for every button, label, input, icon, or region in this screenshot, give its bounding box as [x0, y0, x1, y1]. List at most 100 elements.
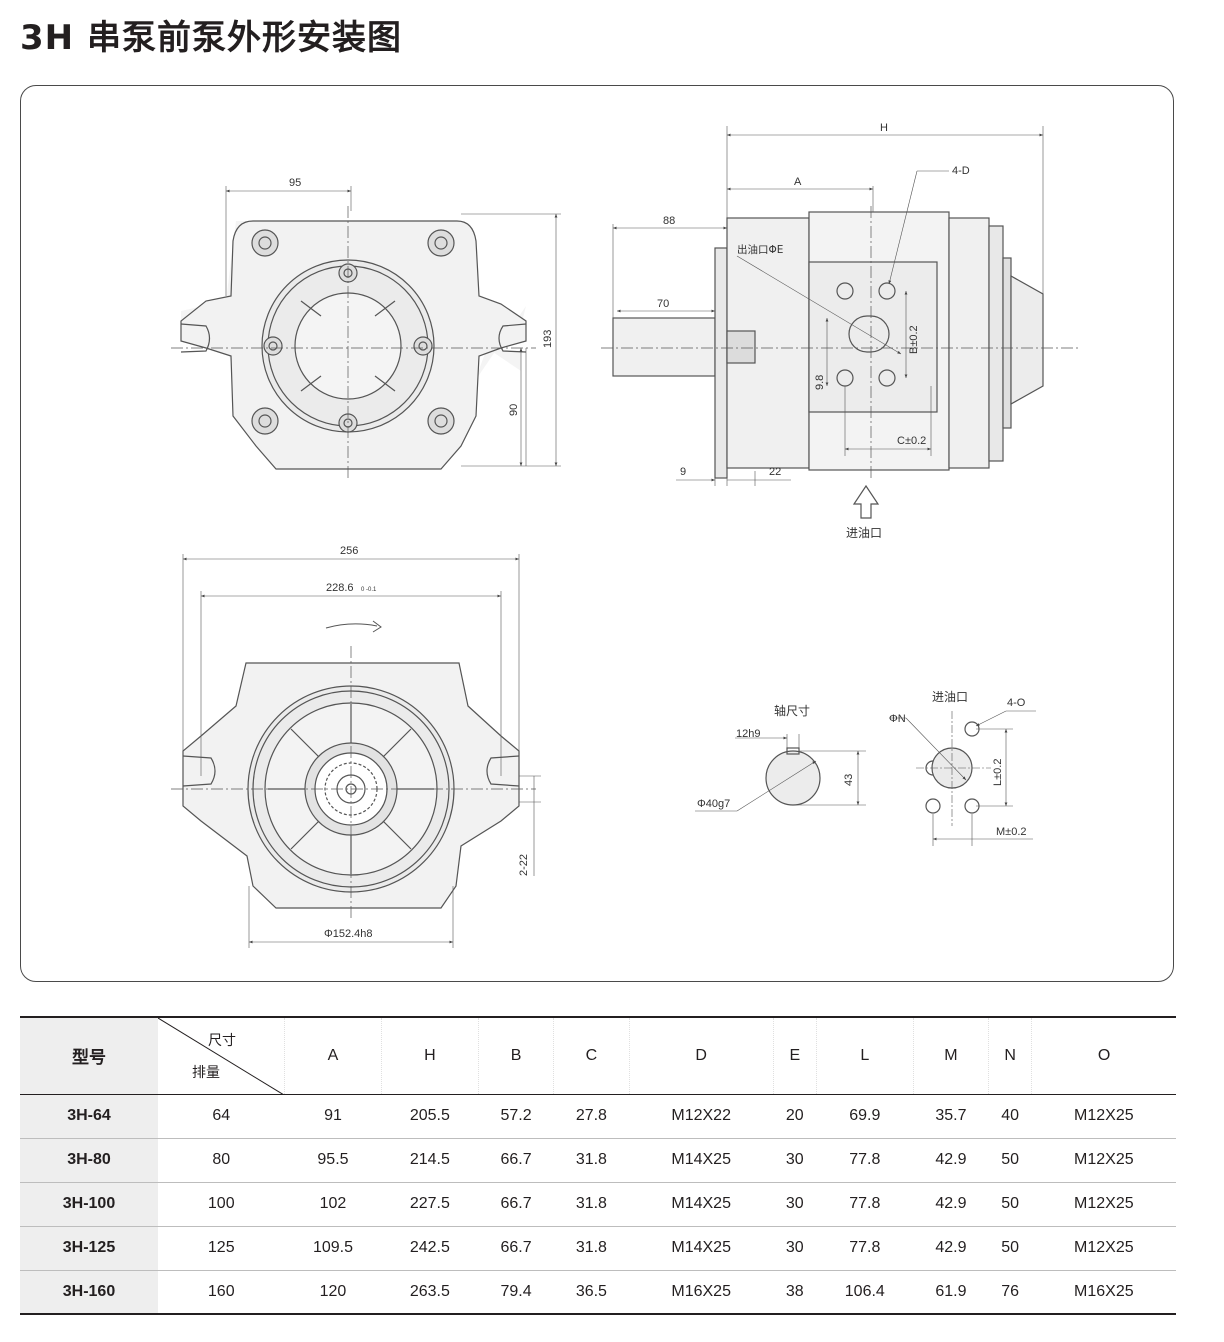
cell-c: 36.5	[575, 1282, 607, 1300]
header-corner-bottom: 排量	[192, 1064, 220, 1081]
cell-a: 109.5	[312, 1239, 353, 1256]
dim-256: 256	[340, 545, 358, 557]
cell-h: 214.5	[409, 1151, 450, 1168]
row-model: 3H-125	[20, 1226, 158, 1270]
header-col-d: D	[628, 1017, 774, 1094]
shaft-height: 43	[843, 774, 855, 786]
cell-o: M16X25	[1074, 1282, 1134, 1300]
inlet-label: 进油口	[846, 526, 882, 540]
dim-228-6: 228.6	[326, 582, 354, 594]
row-model: 3H-64	[20, 1094, 158, 1138]
dim-193: 193	[542, 330, 554, 348]
cell-n: 76	[1001, 1282, 1020, 1300]
cell-m: 42.9	[935, 1151, 967, 1168]
row-displacement: 160	[207, 1282, 235, 1300]
installation-drawing: 95 193 90	[171, 122, 1081, 948]
cell-d: M14X25	[671, 1195, 731, 1212]
inlet-phin: ΦN	[889, 713, 906, 725]
header-col-l: L	[815, 1017, 914, 1094]
cell-m: 42.9	[935, 1239, 967, 1256]
cell-n: 50	[1001, 1151, 1020, 1168]
inlet-detail-title: 进油口	[932, 690, 968, 704]
header-col-o: O	[1031, 1017, 1176, 1094]
dim-a: A	[794, 176, 802, 188]
row-displacement: 64	[212, 1107, 231, 1124]
dim-2-22: 2-22	[518, 854, 530, 876]
header-col-b: B	[477, 1017, 554, 1094]
header-corner-top: 尺寸	[208, 1033, 236, 1049]
dim-228-tol: 0 -0.1	[361, 587, 377, 593]
dim-90: 90	[508, 404, 520, 416]
cell-d: M14X25	[671, 1151, 731, 1168]
shaft-detail	[695, 734, 866, 812]
cell-h: 263.5	[409, 1282, 450, 1300]
header-model: 型号	[20, 1017, 158, 1094]
cell-n: 40	[1001, 1107, 1020, 1124]
dim-22: 22	[769, 466, 781, 478]
header-col-n: N	[988, 1017, 1032, 1094]
cell-m: 42.9	[935, 1195, 967, 1212]
dim-88: 88	[663, 215, 675, 227]
corner-diagonal	[158, 1018, 284, 1095]
cell-e: 30	[785, 1195, 804, 1212]
cell-m: 61.9	[935, 1282, 967, 1300]
table-header-row: 型号 尺寸 排量 A H B C D E L M N O	[20, 1017, 1176, 1095]
table-row: 3H-64 64 91 205.5 57.2 27.8 M12X22 20 69…	[20, 1094, 1176, 1138]
dim-h: H	[880, 122, 888, 134]
header-col-h: H	[380, 1017, 479, 1094]
row-model: 3H-80	[20, 1138, 158, 1182]
cell-a: 95.5	[317, 1151, 349, 1168]
cell-c: 31.8	[575, 1151, 607, 1168]
shaft-dia: Φ40g7	[697, 798, 730, 810]
drawing-frame: 95 193 90	[20, 85, 1174, 982]
page-title: 3H 串泵前泵外形安装图	[20, 18, 402, 58]
dim-b: B±0.2	[908, 325, 920, 354]
cell-l: 69.9	[849, 1107, 881, 1124]
side-view	[601, 126, 1081, 519]
header-col-c: C	[553, 1017, 630, 1094]
inlet-holes: 4-O	[1007, 697, 1026, 709]
cell-a: 91	[324, 1107, 342, 1124]
table-row: 3H-160 160 120 263.5 79.4 36.5 M16X25 38…	[20, 1270, 1176, 1314]
dim-70: 70	[657, 298, 669, 310]
dim-9-8: 9.8	[814, 375, 826, 390]
header-col-e: E	[772, 1017, 817, 1094]
cell-d: M14X25	[671, 1239, 731, 1256]
cell-h: 227.5	[409, 1195, 450, 1212]
row-displacement: 80	[212, 1151, 231, 1168]
table-row: 3H-80 80 95.5 214.5 66.7 31.8 M14X25 30 …	[20, 1138, 1176, 1182]
cell-o: M12X25	[1074, 1239, 1134, 1256]
cell-l: 77.8	[849, 1195, 881, 1212]
cell-m: 35.7	[935, 1107, 967, 1124]
outlet-label: 出油口ΦE	[737, 243, 783, 256]
dim-95: 95	[289, 177, 301, 189]
dim-152-4: Φ152.4h8	[324, 928, 373, 940]
cell-c: 31.8	[575, 1195, 607, 1212]
inlet-l: L±0.2	[992, 759, 1004, 786]
shaft-title: 轴尺寸	[774, 703, 810, 718]
cell-h: 242.5	[409, 1239, 450, 1256]
cell-l: 77.8	[849, 1151, 881, 1168]
inlet-detail	[889, 710, 1036, 846]
cell-d: M16X25	[671, 1282, 731, 1300]
cell-n: 50	[1001, 1239, 1020, 1256]
cell-o: M12X25	[1074, 1151, 1134, 1168]
cell-l: 106.4	[844, 1282, 885, 1300]
row-displacement: 125	[207, 1239, 235, 1256]
cell-c: 27.8	[575, 1107, 607, 1124]
cell-e: 30	[785, 1151, 804, 1168]
front-view	[171, 186, 561, 481]
cell-b: 79.4	[500, 1282, 532, 1300]
table-row: 3H-100 100 102 227.5 66.7 31.8 M14X25 30…	[20, 1182, 1176, 1226]
cell-b: 66.7	[500, 1151, 532, 1168]
dim-4d: 4-D	[952, 165, 970, 177]
table-row: 3H-125 125 109.5 242.5 66.7 31.8 M14X25 …	[20, 1226, 1176, 1270]
cell-b: 57.2	[500, 1107, 532, 1124]
row-model: 3H-100	[20, 1182, 158, 1226]
row-model: 3H-160	[20, 1270, 158, 1314]
cell-c: 31.8	[575, 1239, 607, 1256]
dim-9: 9	[680, 466, 686, 478]
cell-o: M12X25	[1074, 1195, 1134, 1212]
cell-h: 205.5	[409, 1107, 450, 1124]
cell-a: 102	[319, 1195, 347, 1212]
